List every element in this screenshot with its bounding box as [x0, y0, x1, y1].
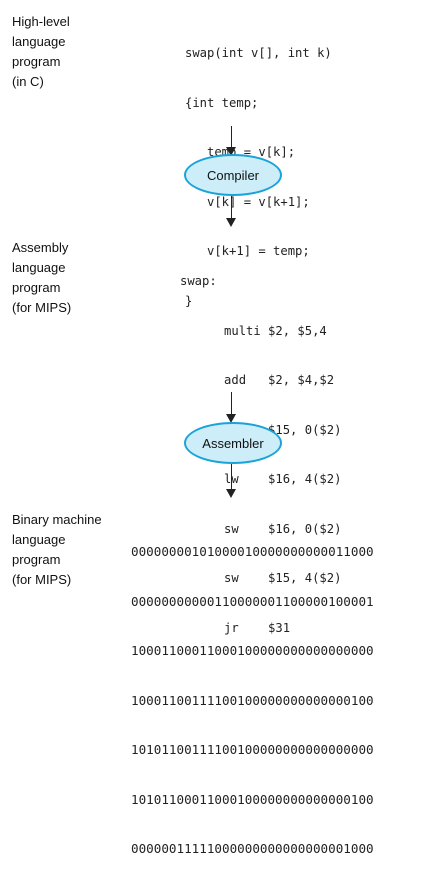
arrow-to-binary	[231, 464, 232, 490]
code-line: v[k] = v[k+1];	[185, 194, 310, 209]
compiler-node: Compiler	[184, 154, 282, 196]
arrowhead-down-icon	[226, 489, 236, 498]
binary-line: 10001100011000100000000000000000	[131, 643, 374, 658]
arrowhead-down-icon	[226, 218, 236, 227]
label-line: program	[12, 280, 61, 295]
label-line: language	[12, 34, 66, 49]
label-line: Assembly	[12, 240, 69, 255]
code-line: v[k+1] = temp;	[185, 244, 310, 258]
label-line: Binary machine	[12, 512, 102, 527]
arrowhead-down-icon	[226, 414, 236, 423]
code-line: }	[185, 293, 193, 308]
assembler-label: Assembler	[202, 435, 264, 451]
arrowhead-down-icon	[226, 147, 236, 156]
label-line: (in C)	[12, 74, 44, 89]
assembler-node: Assembler	[184, 422, 282, 464]
label-line: language	[12, 260, 66, 275]
code-line: sw $16, 0($2)	[180, 521, 342, 536]
label-line: program	[12, 552, 61, 567]
label-line: language	[12, 532, 66, 547]
binary-label: Binary machine language program (for MIP…	[12, 510, 132, 590]
code-line: {int temp;	[185, 95, 259, 110]
code-line: jr $31	[180, 620, 291, 635]
binary-line: 10101100111100100000000000000000	[131, 742, 374, 757]
assembly-label: Assembly language program (for MIPS)	[12, 238, 132, 318]
code-line: swap(int v[], int k)	[185, 46, 332, 60]
high-level-label: High-level language program (in C)	[12, 12, 132, 92]
label-line: (for MIPS)	[12, 300, 72, 315]
binary-line: 00000000000110000001100000100001	[131, 593, 374, 609]
arrow-to-assembler	[231, 392, 232, 415]
code-line: multi $2, $5,4	[180, 323, 327, 338]
binary-line: 10001100111100100000000000000100	[131, 692, 374, 708]
binary-code-block: 00000000101000010000000000011000 0000000…	[131, 511, 374, 874]
assembly-code-block: swap: multi $2, $5,4 add $2, $4,$2 lw $1…	[180, 240, 341, 653]
binary-line: 00000011111000000000000000001000	[131, 841, 374, 856]
label-line: program	[12, 54, 61, 69]
code-line: lw $16, 4($2)	[180, 472, 342, 486]
arrow-to-compiler	[231, 126, 232, 148]
code-line: sw $15, 4($2)	[180, 571, 342, 585]
arrow-to-assembly	[231, 196, 232, 219]
label-line: (for MIPS)	[12, 572, 72, 587]
label-line: High-level	[12, 14, 70, 29]
code-line: add $2, $4,$2	[180, 373, 335, 387]
binary-line: 00000000101000010000000000011000	[131, 544, 374, 559]
compiler-label: Compiler	[206, 167, 259, 183]
code-line: swap:	[180, 274, 217, 288]
binary-line: 10101100011000100000000000000100	[131, 791, 374, 807]
